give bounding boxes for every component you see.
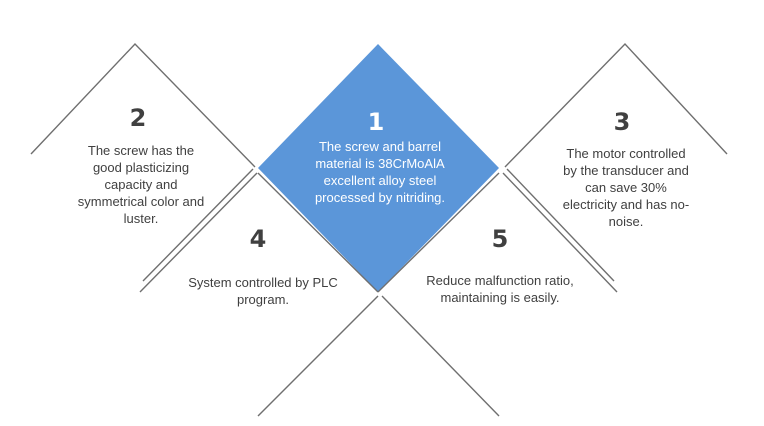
item-4-text: System controlled by PLC program. [188,275,338,307]
right-peak-outline [504,42,728,168]
item-5-number: 5 [491,225,509,253]
item-1-number: 1 [367,108,385,136]
left-side-line-outer [139,172,258,293]
item-2-number: 2 [129,104,147,132]
center-left-lower-line [257,295,379,417]
item-1-text: The screw and barrel material is 38CrMoA… [314,139,446,205]
right-side-line-outer [502,172,618,293]
item-3-text: The motor controlled by the transducer a… [562,146,690,229]
left-side-line-inner [142,168,254,282]
center-left-upper-line [257,172,379,293]
item-3-number: 3 [613,108,631,136]
item-5-text: Reduce malfunction ratio, maintaining is… [426,273,574,305]
item-4-number: 4 [249,225,267,253]
center-right-lower-line [381,295,500,417]
item-2-text: The screw has the good plasticizing capa… [77,143,205,226]
center-right-upper-line [377,172,500,293]
right-side-line-inner [506,168,615,282]
center-diamond [258,44,499,292]
left-peak-outline [30,42,256,168]
